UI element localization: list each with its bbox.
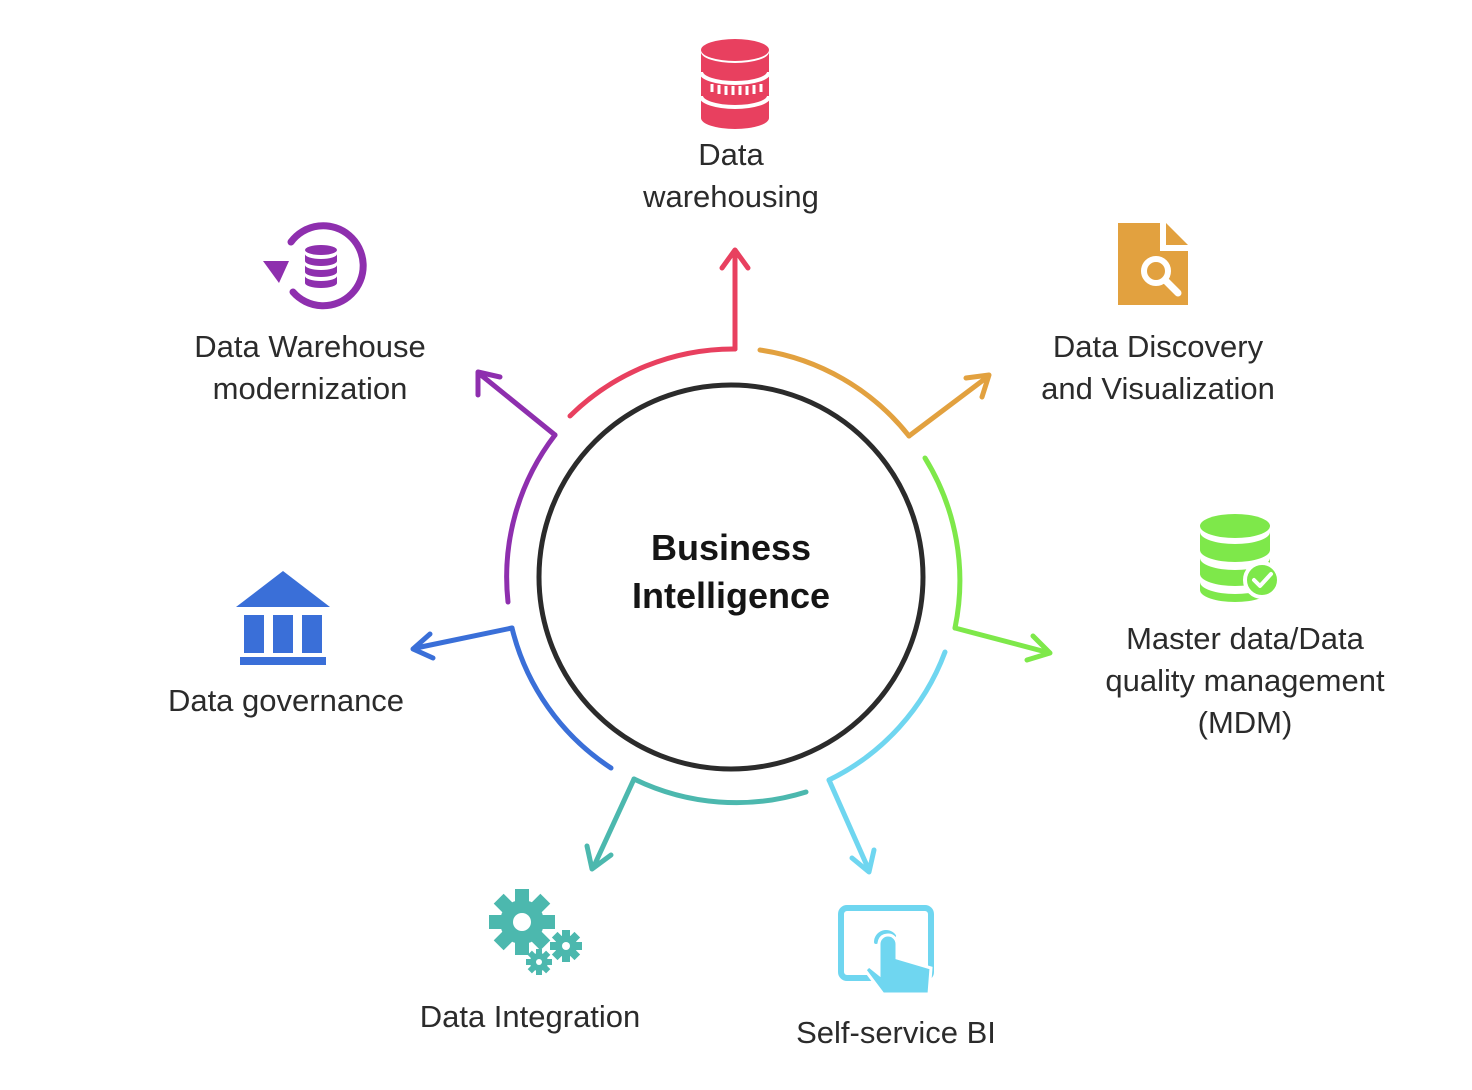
label-line: Data Integration — [419, 999, 641, 1034]
center-title-line-2: Intelligence — [631, 575, 831, 616]
label-line: Self-service BI — [796, 1015, 996, 1050]
label-line: (MDM) — [1197, 705, 1293, 740]
segment-data-governance — [410, 625, 614, 771]
label-line: Data — [698, 137, 764, 172]
segment-dw-modernization — [475, 369, 558, 605]
database-refresh-icon — [263, 222, 367, 310]
label-dw-modernization: Data Warehouse modernization — [194, 326, 425, 410]
gears-icon — [489, 889, 582, 975]
segment-data-warehousing — [567, 247, 751, 419]
label-line: and Visualization — [1041, 371, 1275, 406]
database-icon — [699, 39, 771, 129]
label-self-service-bi: Self-service BI — [796, 1012, 996, 1054]
label-line: quality management — [1105, 663, 1385, 698]
label-line: modernization — [212, 371, 408, 406]
document-search-icon — [1118, 223, 1188, 305]
label-data-warehousing: Data warehousing — [643, 134, 819, 218]
label-data-integration: Data Integration — [420, 996, 641, 1038]
label-master-data: Master data/Data quality management (MDM… — [1105, 618, 1384, 744]
label-data-governance: Data governance — [168, 680, 404, 722]
center-circle — [536, 382, 926, 772]
label-data-discovery: Data Discovery and Visualization — [1041, 326, 1275, 410]
label-line: Master data/Data — [1126, 621, 1364, 656]
touch-screen-icon — [838, 905, 934, 996]
segment-data-discovery — [757, 347, 992, 439]
database-check-icon — [1200, 514, 1281, 602]
label-line: Data Warehouse — [194, 329, 426, 364]
center-title-line-1: Business — [650, 527, 812, 568]
segment-self-service-bi — [826, 649, 948, 875]
segment-data-integration — [584, 776, 809, 872]
label-line: Data governance — [167, 683, 405, 718]
label-line: warehousing — [643, 179, 819, 214]
segment-master-data — [922, 455, 1053, 663]
center-title: Business Intelligence — [632, 524, 830, 620]
bank-icon — [236, 571, 330, 665]
label-line: Data Discovery — [1052, 329, 1264, 364]
